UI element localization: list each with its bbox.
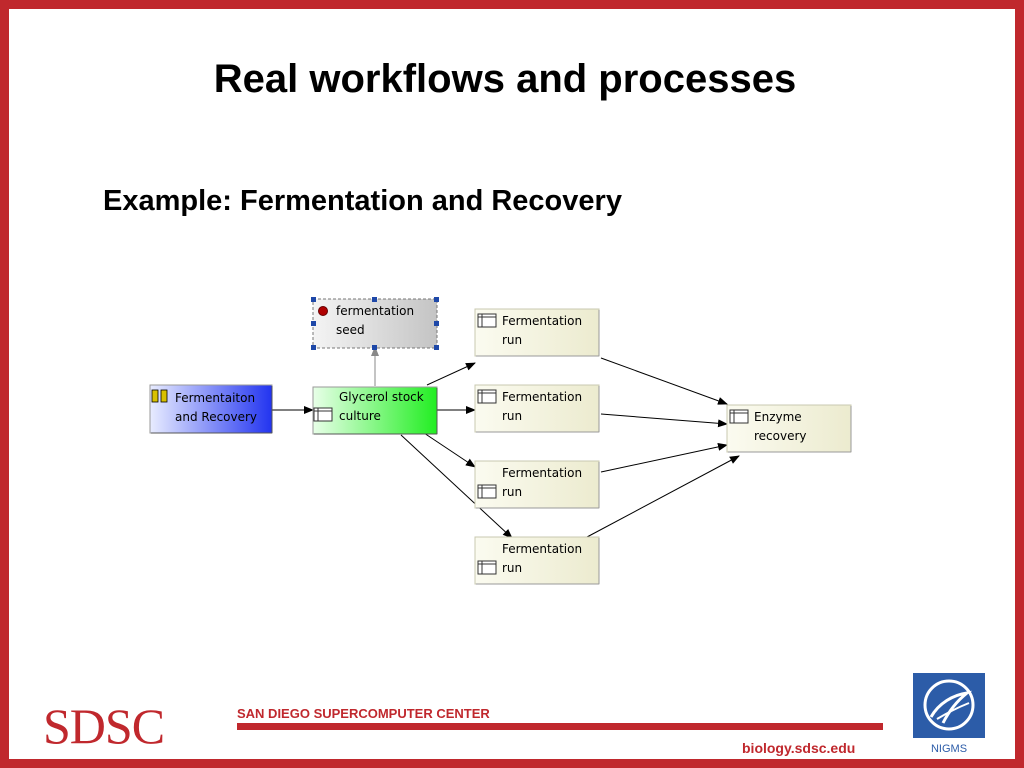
node-label-line2: run (502, 333, 522, 347)
table-icon (477, 484, 497, 499)
nigms-label: NIGMS (930, 743, 968, 755)
center-name: SAN DIEGO SUPERCOMPUTER CENTER (237, 706, 490, 721)
red-dot-icon (318, 306, 328, 316)
node-label-line2: run (502, 409, 522, 423)
sdsc-logo: SDSC (43, 698, 165, 754)
table-icon (477, 389, 497, 404)
footer-divider (237, 723, 883, 730)
node-label-line2: seed (336, 323, 365, 337)
node-enzyme-recovery[interactable]: Enzyme recovery (726, 404, 852, 453)
node-label-line1: Fermentaiton (175, 391, 255, 405)
edge-run2-enzyme (600, 413, 728, 428)
node-label-line1: Glycerol stock (339, 390, 424, 404)
node-label-line1: Fermentation (502, 542, 582, 556)
node-label-line1: Fermentation (502, 314, 582, 328)
node-glycerol-stock-culture[interactable]: Glycerol stock culture (312, 386, 438, 435)
website-link[interactable]: biology.sdsc.edu (742, 740, 856, 756)
slide-title: Real workflows and processes (213, 57, 797, 101)
bottles-icon (151, 389, 168, 403)
node-label-line1: Enzyme (754, 410, 802, 424)
table-icon (729, 409, 749, 424)
node-label-line2: recovery (754, 429, 807, 443)
edge-run1-enzyme (600, 357, 728, 405)
node-fermentation-run-3[interactable]: Fermentation run (474, 460, 600, 509)
edge-glycerol-run3 (423, 432, 476, 468)
node-label-line2: run (502, 561, 522, 575)
selection-handles (311, 297, 439, 350)
node-label-line1: Fermentation (502, 390, 582, 404)
edge-run4-enzyme (586, 455, 740, 538)
node-fermentation-run-1[interactable]: Fermentation run (474, 308, 600, 357)
node-fermentation-run-2[interactable]: Fermentation run (474, 384, 600, 433)
table-icon (477, 313, 497, 328)
nigms-logo (913, 673, 985, 738)
table-icon (477, 560, 497, 575)
node-label-line2: culture (339, 409, 381, 423)
node-fermentation-run-4[interactable]: Fermentation run (474, 536, 600, 585)
node-label-line2: run (502, 485, 522, 499)
node-label-line2: and Recovery (175, 410, 257, 424)
node-label-line1: fermentation (336, 304, 414, 318)
nigms-swoosh-icon (923, 679, 975, 731)
slide-subtitle: Example: Fermentation and Recovery (103, 185, 622, 217)
edge-glycerol-run1 (426, 362, 476, 386)
workflow-diagram: Fermentaiton and Recovery Glycerol stock… (149, 297, 852, 585)
node-fermentation-and-recovery[interactable]: Fermentaiton and Recovery (149, 384, 273, 434)
edge-run3-enzyme (600, 442, 728, 473)
node-fermentation-seed[interactable]: fermentation seed (311, 297, 439, 350)
table-icon (313, 407, 333, 422)
edges (272, 346, 740, 539)
edge-glycerol-run4 (400, 434, 513, 539)
node-label-line1: Fermentation (502, 466, 582, 480)
